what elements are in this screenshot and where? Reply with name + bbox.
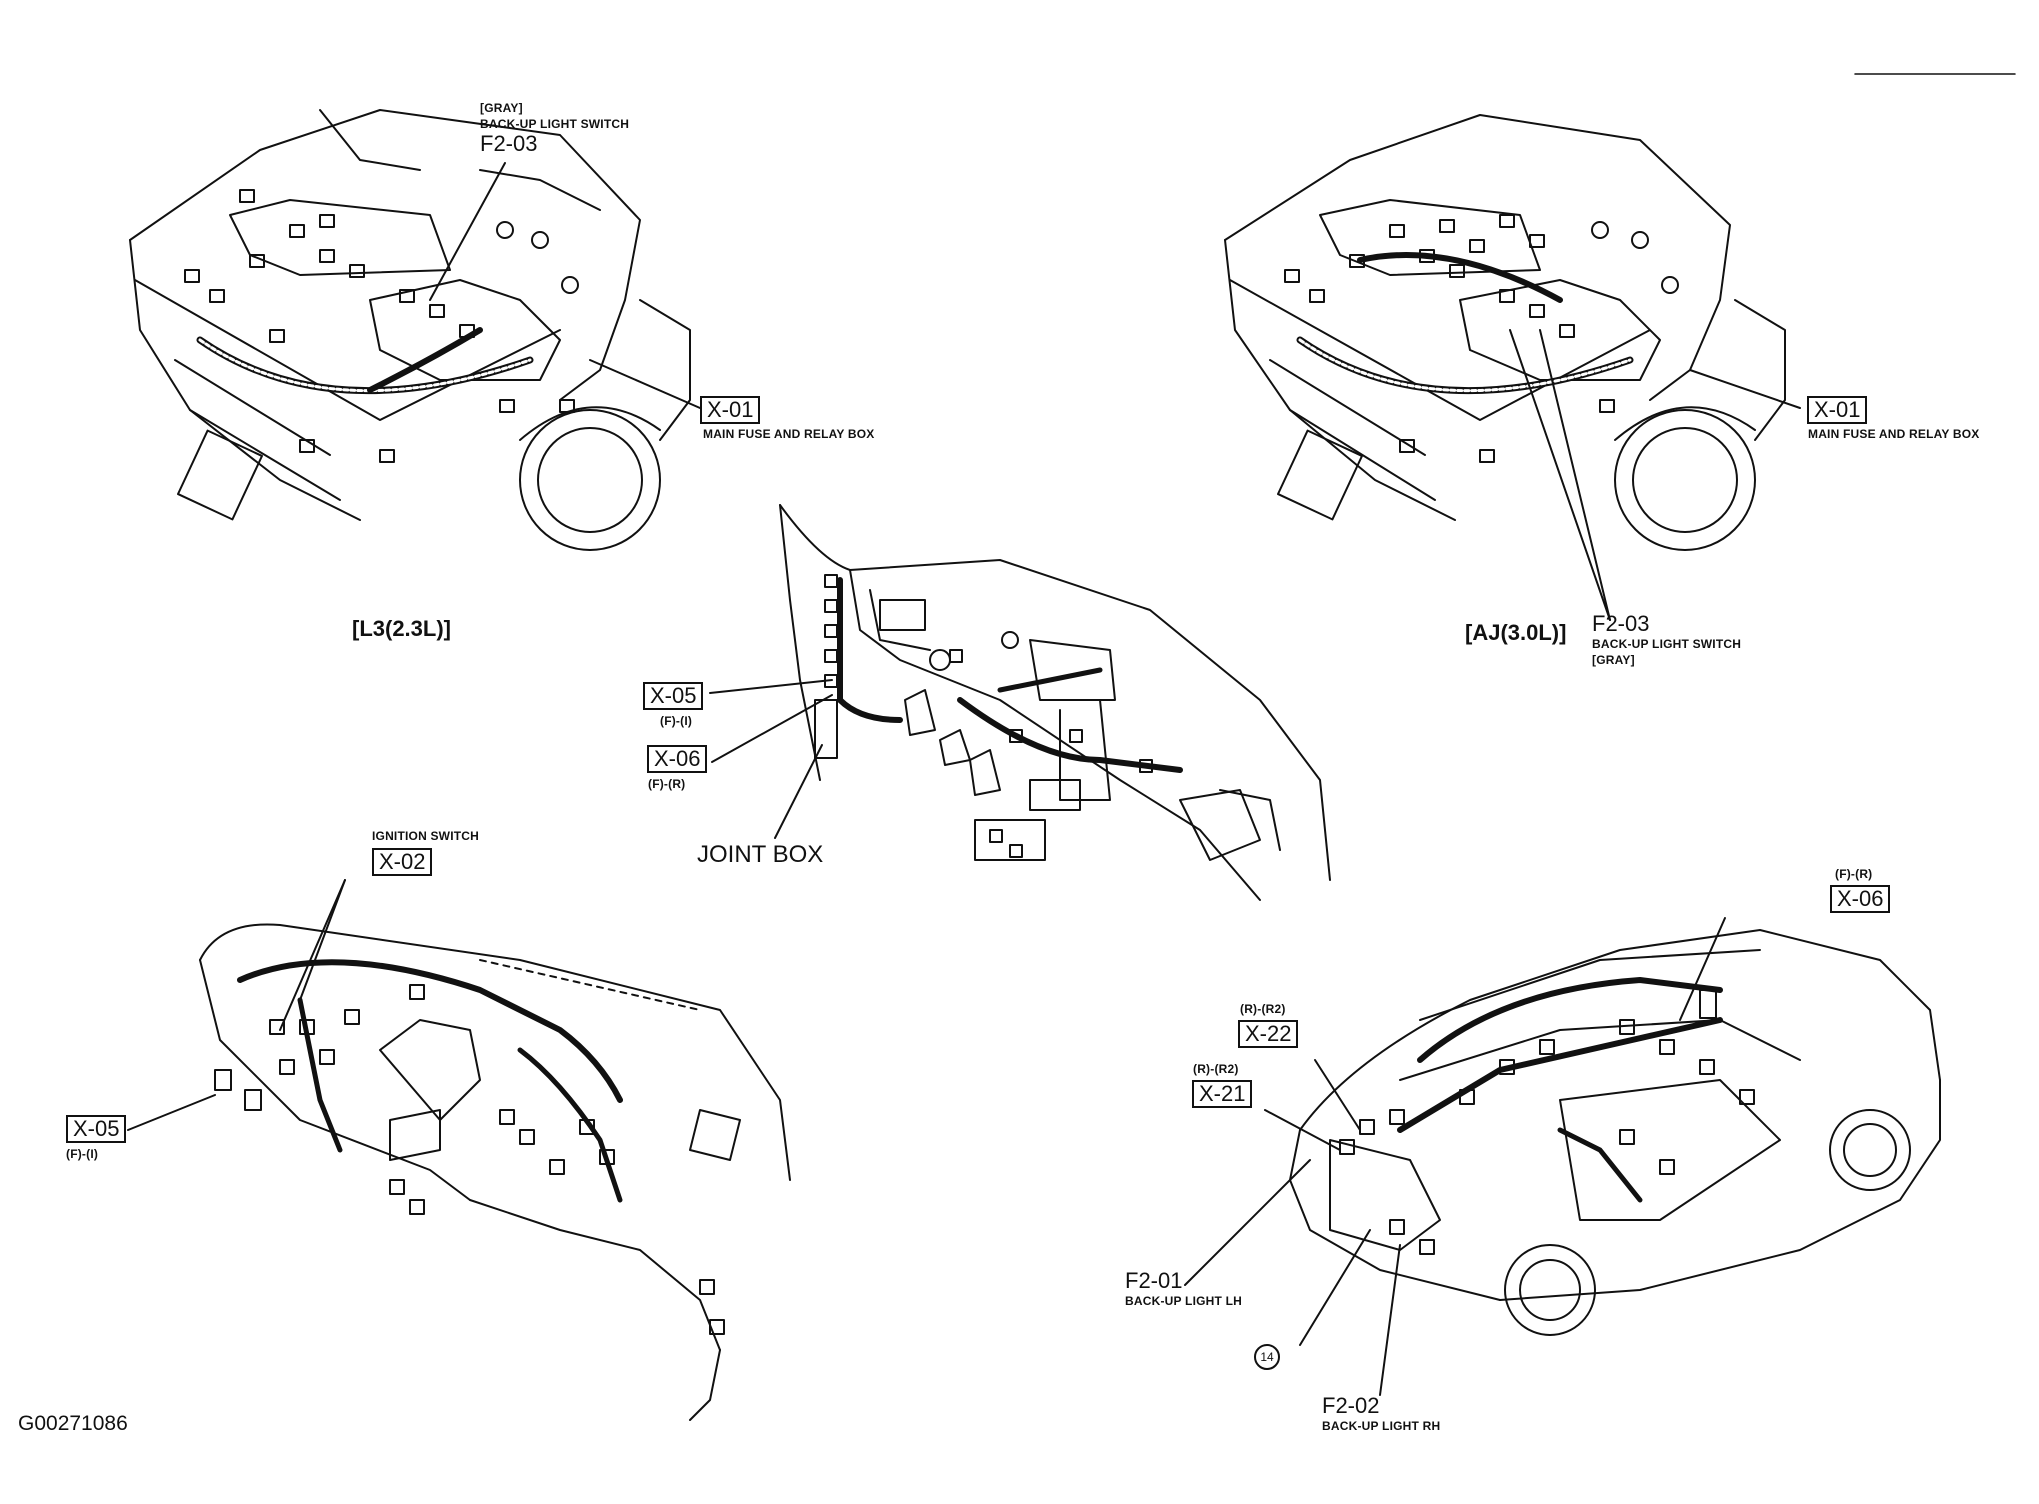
- l3-variant-label: [L3(2.3L)]: [352, 616, 451, 641]
- center-x05-code: X-05: [643, 682, 704, 710]
- aj-main-fuse-code: X-01: [1807, 396, 1868, 424]
- ground-ref-14: 14: [1254, 1344, 1280, 1370]
- aj-variant-label: [AJ(3.0L)]: [1465, 620, 1567, 645]
- rear-x21-sub: (R)-(R2): [1193, 1062, 1239, 1076]
- rear-x06-sub: (F)-(R): [1835, 867, 1873, 881]
- engine-bay-l3-drawing: [129, 109, 701, 551]
- instrument-panel-center-drawing: [709, 504, 1331, 901]
- center-x06-code: X-06: [647, 745, 708, 773]
- rear-x06-code: X-06: [1830, 885, 1891, 913]
- l3-backup-switch-name: BACK-UP LIGHT SWITCH: [480, 117, 630, 131]
- f201-code: F2-01: [1125, 1268, 1183, 1293]
- l3-main-fuse-code: X-01: [700, 396, 761, 424]
- aj-backup-switch-code: F2-03: [1592, 611, 1650, 636]
- ignition-switch-name: IGNITION SWITCH: [372, 829, 479, 843]
- dashboard-drawing: [127, 879, 791, 1421]
- figure-id: G00271086: [18, 1412, 128, 1435]
- rear-x22-code: X-22: [1238, 1020, 1299, 1048]
- rear-x21-code: X-21: [1192, 1080, 1253, 1108]
- rear-body-drawing: [1184, 917, 1941, 1396]
- aj-backup-switch-color-note: [GRAY]: [1592, 653, 1635, 667]
- f201-name: BACK-UP LIGHT LH: [1125, 1294, 1242, 1308]
- l3-backup-switch-color-note: [GRAY]: [480, 101, 523, 115]
- center-x05-sub: (F)-(I): [660, 714, 693, 728]
- l3-backup-switch-code: F2-03: [480, 131, 538, 156]
- rear-x22-sub: (R)-(R2): [1240, 1002, 1286, 1016]
- f202-code: F2-02: [1322, 1393, 1380, 1418]
- center-x06-sub: (F)-(R): [648, 777, 686, 791]
- aj-main-fuse-name: MAIN FUSE AND RELAY BOX: [1808, 427, 1980, 441]
- engine-bay-aj-drawing: [1224, 114, 1801, 621]
- ignition-switch-code: X-02: [372, 848, 433, 876]
- joint-box-label: JOINT BOX: [697, 841, 824, 868]
- dash-x05-code: X-05: [66, 1115, 127, 1143]
- l3-main-fuse-name: MAIN FUSE AND RELAY BOX: [703, 427, 875, 441]
- dash-x05-sub: (F)-(I): [66, 1147, 99, 1161]
- aj-backup-switch-name: BACK-UP LIGHT SWITCH: [1592, 637, 1742, 651]
- f202-name: BACK-UP LIGHT RH: [1322, 1419, 1441, 1433]
